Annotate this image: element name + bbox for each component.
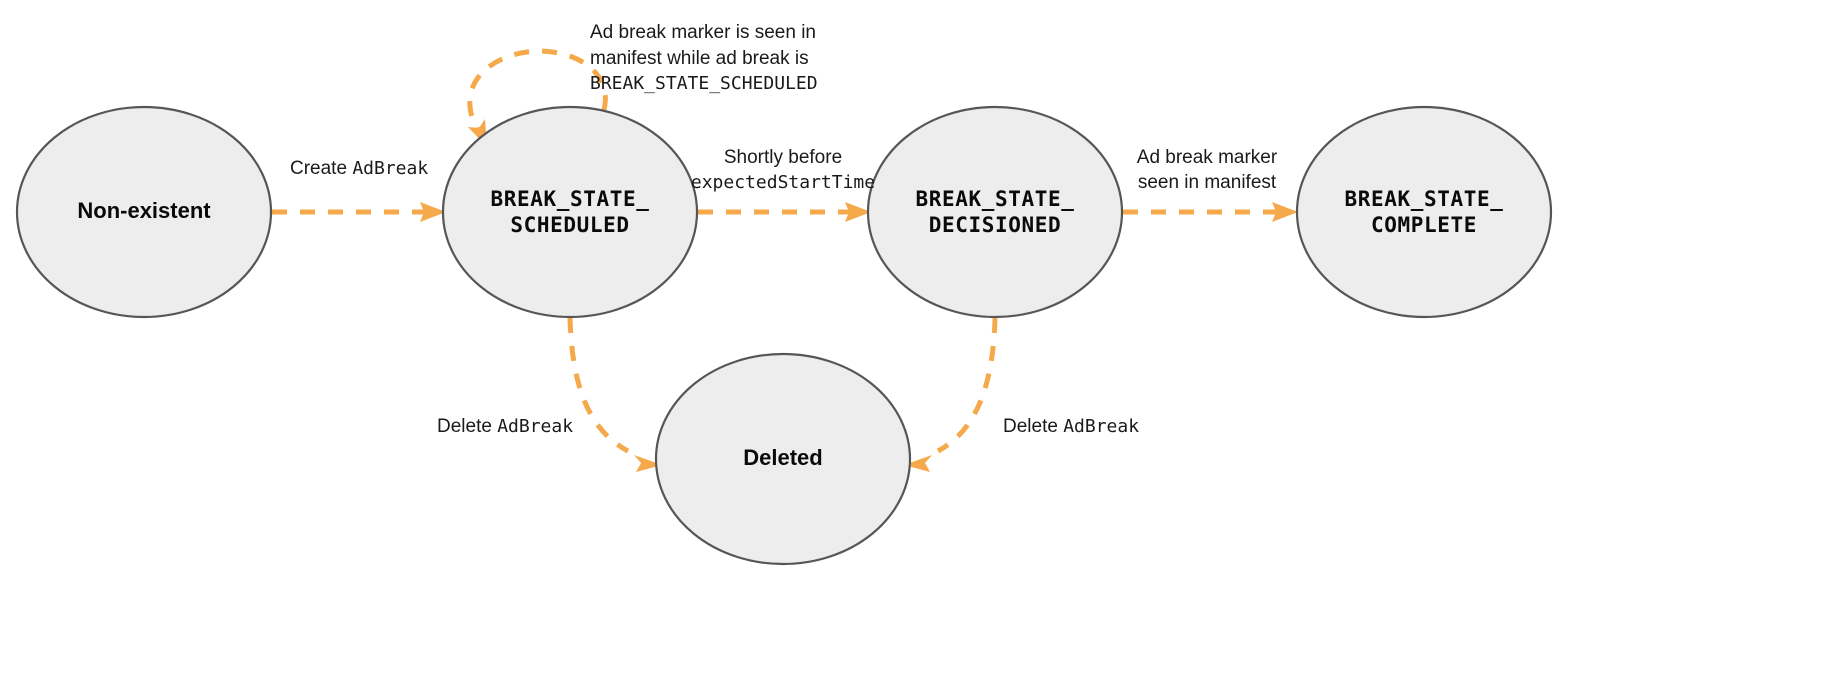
edge-delete-from-decisioned-line [936,317,998,454]
edge-marker-seen-complete [1123,202,1298,222]
edge-scheduled-self-loop-line [467,48,608,132]
edge-label-delete-from-scheduled-line1: Delete AdBreak [437,416,573,437]
edge-label-delete-from-scheduled-seg1: Delete [437,416,497,437]
node-break-state-decisioned-label-line1: BREAK_STATE_ [916,187,1075,211]
edge-shortly-before-arrowhead [845,202,871,222]
node-break-state-scheduled-label-line1: BREAK_STATE_ [491,187,650,211]
edge-label-shortly-before: Shortly before expectedStartTime [691,147,875,193]
edge-create-adbreak-arrowhead [420,202,446,222]
edge-label-marker-seen-complete-line2: seen in manifest [1138,172,1277,193]
edge-label-marker-seen-complete: Ad break marker seen in manifest [1137,147,1278,193]
node-non-existent-label: Non-existent [77,198,211,223]
edge-label-create-adbreak-line1: Create AdBreak [290,158,428,179]
node-non-existent[interactable]: Non-existent [15,105,273,319]
node-break-state-complete-label-line2: COMPLETE [1371,213,1477,237]
node-break-state-decisioned[interactable]: BREAK_STATE_ DECISIONED [866,105,1124,319]
edge-label-create-adbreak-seg1: Create [290,158,352,179]
node-break-state-complete-shape[interactable] [1295,105,1553,319]
node-non-existent-shape[interactable] [15,105,273,319]
node-deleted-shape[interactable] [654,352,912,566]
edge-label-scheduled-self-loop-line2: manifest while ad break is [590,48,809,69]
edge-label-marker-seen-complete-line1: Ad break marker [1137,147,1278,168]
node-break-state-scheduled-label-line2: SCHEDULED [510,213,629,237]
edge-label-scheduled-self-loop: Ad break marker is seen in manifest whil… [590,22,818,94]
edge-label-delete-from-decisioned: Delete AdBreak [1003,416,1139,437]
edge-delete-from-scheduled-arrowhead [634,455,662,472]
node-break-state-complete[interactable]: BREAK_STATE_ COMPLETE [1295,105,1553,319]
edge-delete-from-decisioned [904,317,998,472]
node-break-state-decisioned-label-line2: DECISIONED [929,213,1061,237]
edge-delete-from-scheduled [567,317,662,472]
edge-create-adbreak [272,202,446,222]
edge-label-delete-from-decisioned-line1: Delete AdBreak [1003,416,1139,437]
edge-label-scheduled-self-loop-line3: BREAK_STATE_SCHEDULED [590,73,818,94]
edge-delete-from-decisioned-arrowhead [904,455,932,472]
node-break-state-decisioned-shape[interactable] [866,105,1124,319]
edge-label-shortly-before-line2: expectedStartTime [691,172,875,193]
edge-label-shortly-before-line1: Shortly before [724,147,842,168]
edge-label-delete-from-decisioned-seg2: AdBreak [1063,416,1139,437]
edge-label-scheduled-self-loop-line1: Ad break marker is seen in [590,22,816,43]
edge-label-delete-from-scheduled-seg2: AdBreak [497,416,573,437]
edge-delete-from-scheduled-line [567,317,630,454]
node-deleted[interactable]: Deleted [654,352,912,566]
node-break-state-complete-label-line1: BREAK_STATE_ [1345,187,1504,211]
edge-label-delete-from-decisioned-seg1: Delete [1003,416,1063,437]
node-break-state-scheduled-shape[interactable] [441,105,699,319]
edge-label-delete-from-scheduled: Delete AdBreak [437,416,573,437]
node-break-state-scheduled[interactable]: BREAK_STATE_ SCHEDULED [441,105,699,319]
edge-marker-seen-complete-arrowhead [1272,202,1298,222]
edge-label-create-adbreak: Create AdBreak [290,158,428,179]
node-deleted-label: Deleted [743,445,822,470]
edge-label-create-adbreak-seg2: AdBreak [352,158,428,179]
edge-shortly-before [698,202,871,222]
